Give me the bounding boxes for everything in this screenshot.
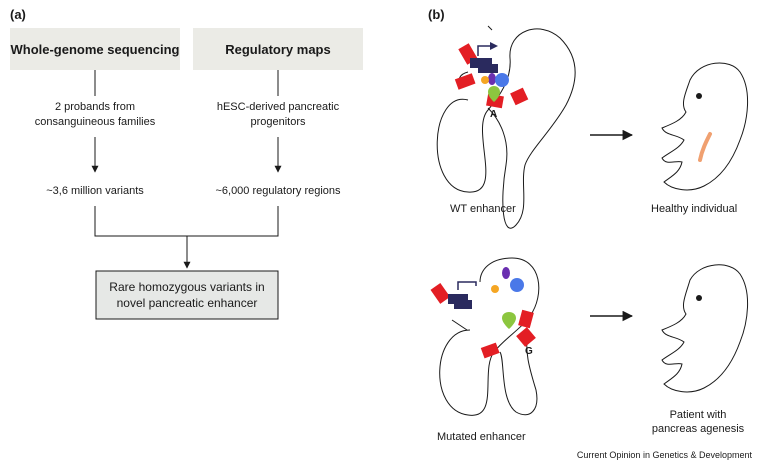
regions-count: ~6,000 regulatory regions — [215, 185, 341, 197]
chromatin-end — [487, 25, 493, 31]
variants-count: ~3,6 million variants — [46, 185, 144, 197]
ctcf-site-mut — [430, 283, 451, 304]
gene-exon-mut-2 — [454, 300, 472, 309]
wgs-header-box — [10, 28, 180, 70]
ctcf-site-top — [454, 73, 476, 90]
chromatin-tail-mut — [451, 319, 468, 331]
merge-bracket — [94, 206, 279, 237]
enhancer-upper-mut — [518, 309, 534, 329]
probands-text-line1: 2 probands from — [55, 101, 135, 113]
chromatin-loop-mut — [439, 257, 540, 416]
tf-green — [488, 86, 500, 102]
mutated-caption: Mutated enhancer — [437, 431, 526, 443]
tf-blue-mut — [510, 278, 524, 292]
gene-exon-mut-1 — [448, 294, 468, 304]
wt-caption: WT enhancer — [450, 203, 516, 215]
embryo-eye-patient — [696, 295, 702, 301]
result-line2: novel pancreatic enhancer — [117, 296, 258, 310]
gene-exon-1 — [470, 58, 492, 68]
tf-purple — [488, 73, 496, 85]
tss-marker-mut — [457, 281, 477, 290]
allele-wt: A — [490, 109, 497, 120]
embryo-eye — [696, 93, 702, 99]
panel-b-label: (b) — [428, 7, 445, 22]
patient-caption-line2: pancreas agenesis — [652, 423, 745, 435]
wgs-header: Whole-genome sequencing — [10, 42, 179, 57]
enhancer-right-mut — [516, 327, 536, 347]
chromatin-loop — [436, 28, 576, 229]
panel-b: (b) A WT enhancer — [428, 7, 749, 443]
regmap-header-box — [193, 28, 363, 70]
regmap-header: Regulatory maps — [225, 42, 330, 57]
tf-blue — [495, 73, 509, 87]
enhancer-right — [510, 87, 529, 106]
pancreas — [698, 132, 712, 162]
hesc-text-line2: progenitors — [250, 116, 306, 128]
tf-orange — [481, 76, 489, 84]
result-line1: Rare homozygous variants in — [109, 280, 264, 294]
probands-text-line2: consanguineous families — [35, 116, 156, 128]
enhancer-left-mut — [480, 342, 500, 359]
tss-arrowhead — [490, 42, 498, 50]
tf-green-mut — [502, 312, 516, 329]
panel-a-label: (a) — [10, 7, 26, 22]
hesc-text-line1: hESC-derived pancreatic — [217, 101, 340, 113]
embryo-outline — [661, 62, 749, 191]
tf-purple-mut — [502, 267, 510, 279]
allele-mut: G — [525, 346, 533, 357]
patient-caption-line1: Patient with — [670, 409, 727, 421]
tf-orange-mut — [491, 285, 499, 293]
journal-footer: Current Opinion in Genetics & Developmen… — [577, 450, 753, 460]
result-box — [95, 270, 279, 320]
gene-exon-2 — [478, 64, 498, 73]
panel-a: (a) Whole-genome sequencing Regulatory m… — [10, 7, 363, 320]
mutated-enhancer-loop: G — [430, 257, 540, 416]
tss-marker — [477, 45, 494, 56]
healthy-caption: Healthy individual — [651, 203, 737, 215]
healthy-embryo — [661, 62, 749, 191]
patient-embryo — [661, 264, 749, 393]
embryo-outline-patient — [661, 264, 749, 393]
wt-enhancer-loop: A — [436, 25, 576, 229]
